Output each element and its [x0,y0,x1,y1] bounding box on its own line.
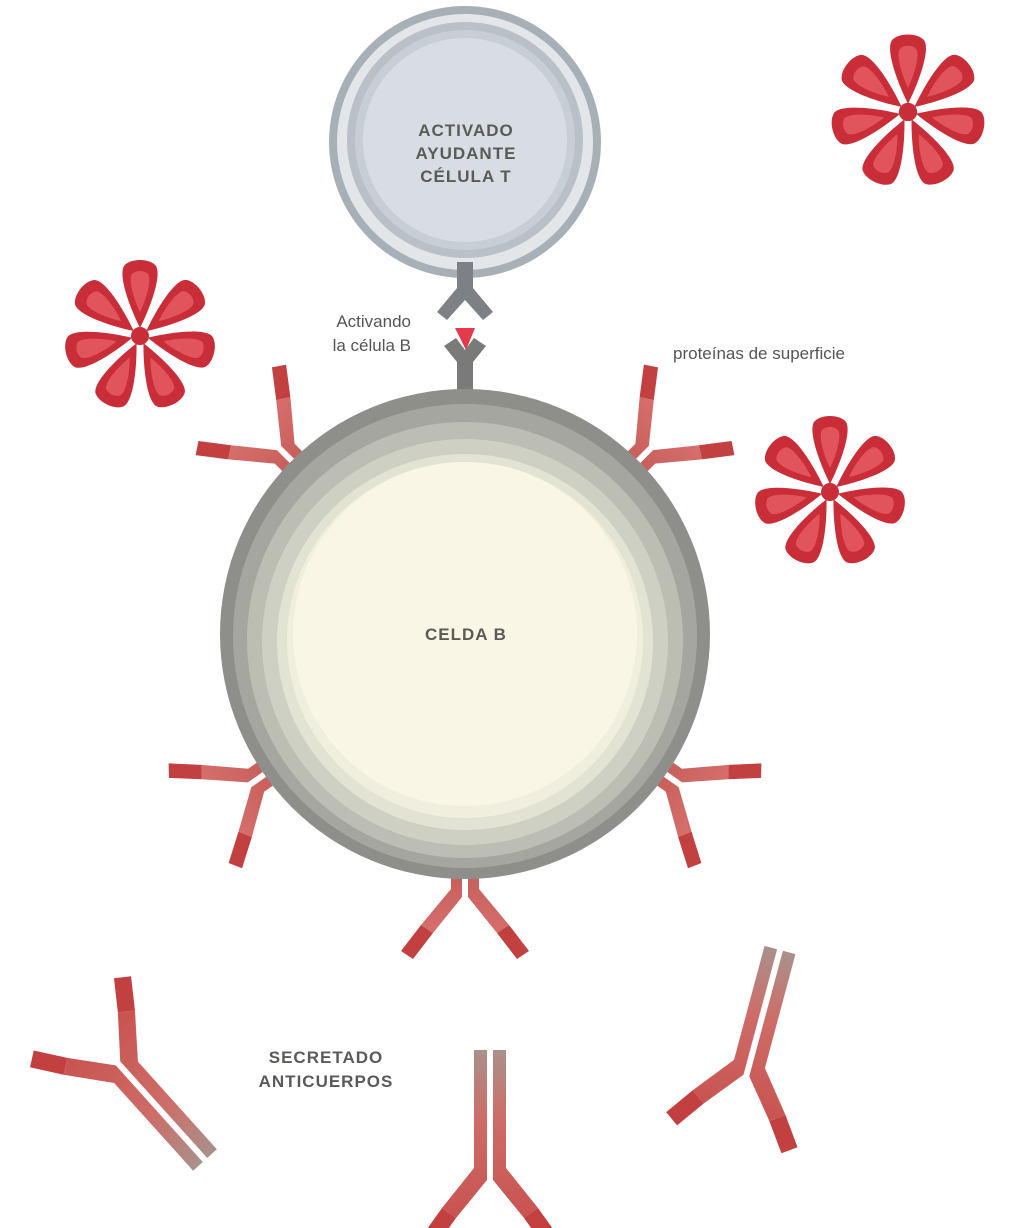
t-cell-receptor-stem [457,262,473,292]
t-cell-label-line1: ACTIVADO [418,121,514,140]
surface-proteins-label: proteínas de superficie [673,344,845,363]
b-cell-receptor [444,338,486,402]
b-cell: CELDA B [220,389,710,879]
antigen-left [61,260,219,413]
b-cell-label: CELDA B [425,625,507,644]
t-cell-receptor-fork [437,288,493,320]
activating-label-line1: Activando [336,312,411,331]
helper-t-cell: ACTIVADO AYUDANTE CÉLULA T [329,6,601,320]
secreted-label-line2: ANTICUERPOS [259,1072,394,1091]
antigen-top-right [828,34,988,190]
secreted-label-line1: SECRETADO [269,1048,383,1067]
antigen-right [751,416,909,569]
t-cell-label-line2: AYUDANTE [416,144,517,163]
activating-label-line2: la célula B [333,336,411,355]
secreted-antibody-right [666,945,798,1154]
secreted-antibodies [30,945,798,1228]
activation-signal-fragment [455,328,475,350]
t-cell-label-line3: CÉLULA T [420,167,511,186]
secreted-antibody-center [427,1050,553,1228]
secreted-antibody-left [30,976,217,1171]
